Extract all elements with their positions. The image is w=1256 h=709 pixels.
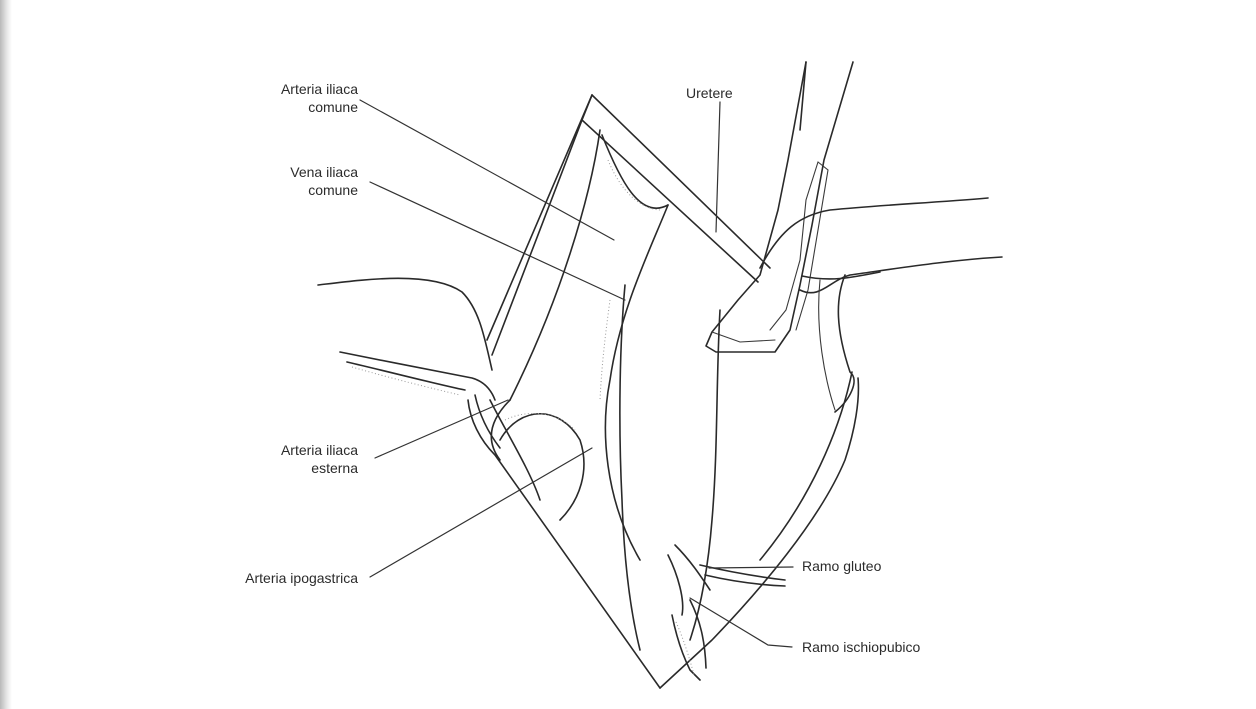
label-ramo-gluteo: Ramo gluteo	[802, 557, 881, 575]
label-vena-iliaca-comune: Vena iliaca comune	[236, 163, 358, 199]
leader-lines	[360, 100, 793, 647]
leader-arteria-ipogastrica	[370, 448, 592, 577]
retractor-right	[706, 62, 853, 352]
leader-ramo-ischiopubico	[690, 598, 792, 647]
label-uretere: Uretere	[686, 84, 733, 102]
retractor-top	[487, 95, 770, 355]
label-arteria-ipogastrica: Arteria ipogastrica	[178, 569, 358, 587]
leader-uretere	[716, 102, 720, 232]
wound-outline	[468, 372, 858, 688]
label-arteria-iliaca-esterna: Arteria iliaca esterna	[236, 441, 358, 477]
deep-structures	[668, 545, 785, 680]
leader-arteria-iliaca-comune	[360, 100, 614, 240]
leader-vena-iliaca-comune	[370, 182, 625, 300]
leader-ramo-gluteo	[709, 567, 793, 568]
vessels	[490, 130, 720, 650]
label-ramo-ischiopubico: Ramo ischiopubico	[802, 638, 920, 656]
left-tissue	[318, 278, 495, 400]
label-arteria-iliaca-comune: Arteria iliaca comune	[236, 80, 358, 116]
